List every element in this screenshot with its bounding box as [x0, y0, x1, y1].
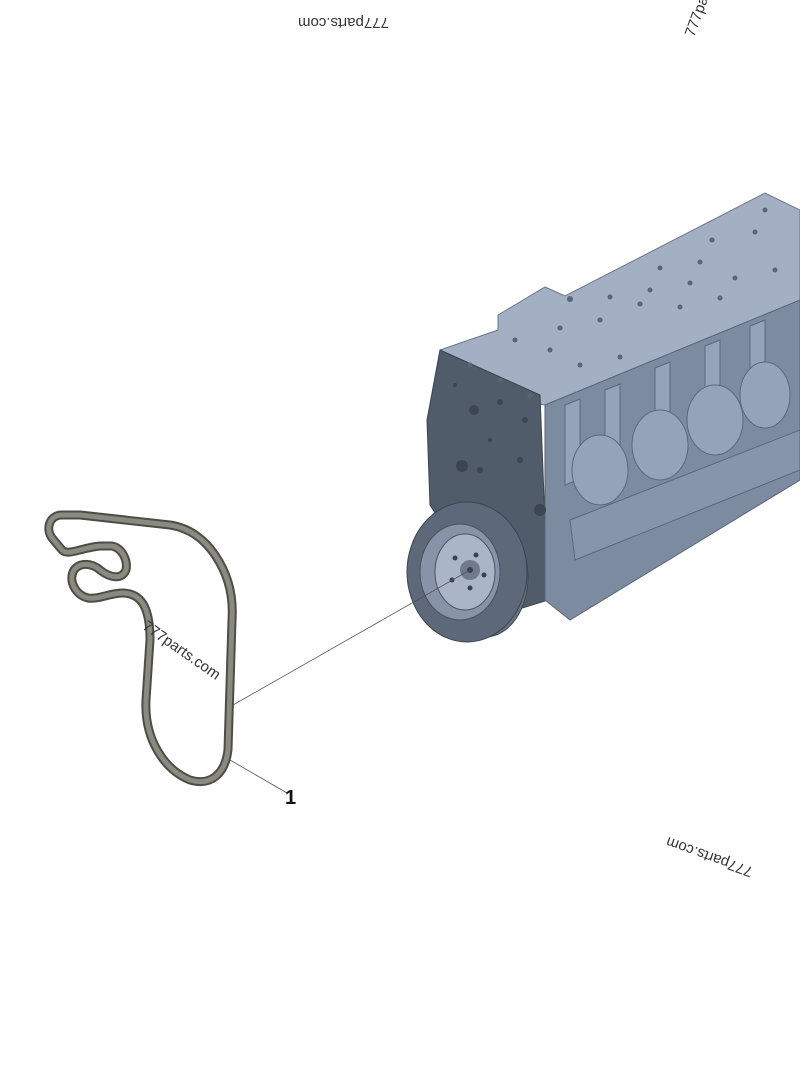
engine-side-details [564, 319, 800, 561]
callout-leader [229, 759, 288, 794]
crankshaft-pulley [406, 501, 529, 643]
watermark: 777parts.com [298, 14, 389, 31]
serpentine-belt [44, 510, 237, 787]
engine-bolt-holes [467, 207, 778, 399]
pulley-center-line [232, 569, 471, 706]
engine-front-holes [453, 383, 546, 516]
engine-block [406, 192, 800, 643]
callout-number: 1 [285, 787, 297, 809]
